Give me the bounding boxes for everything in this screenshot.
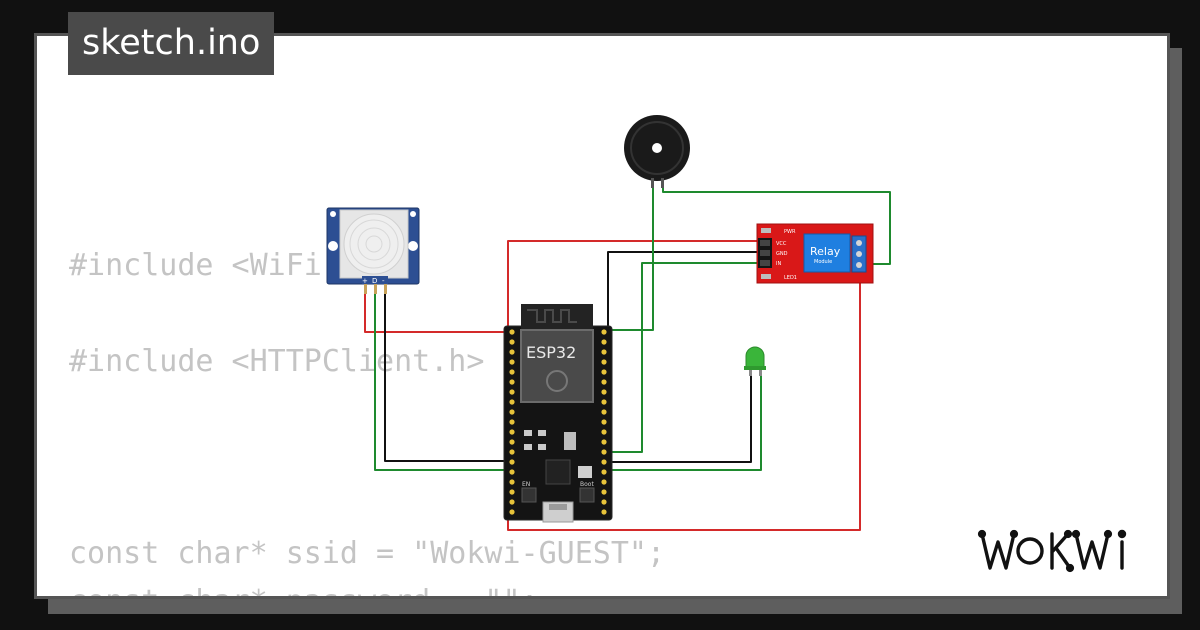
code-line-3: const char* ssid = "Wokwi-GUEST"; <box>69 536 666 571</box>
wire-buzzer-relay[interactable] <box>662 182 891 265</box>
relay-led-pwr-label: PWR <box>784 229 796 235</box>
relay-pin-gnd: GND <box>776 251 788 257</box>
boot-button-label: Boot <box>580 481 594 488</box>
relay-sublabel: Module <box>814 259 832 265</box>
pir-sensor[interactable]: + D - <box>326 207 420 294</box>
code-line-2: #include <HTTPClient.h> <box>69 344 485 379</box>
esp32-label: ESP32 <box>526 343 576 362</box>
wire-buzzer-signal[interactable] <box>608 182 654 331</box>
relay-pin-vcc: VCC <box>776 241 787 247</box>
wire-pir-signal[interactable] <box>374 282 508 471</box>
espressif-logo-icon <box>546 370 568 392</box>
relay-led1-label: LED1 <box>784 275 797 281</box>
relay-label: Relay <box>810 245 841 258</box>
esp32-board[interactable]: ESP32 EN Boot <box>503 304 613 523</box>
wire-relay-vcc[interactable] <box>507 240 775 330</box>
en-button[interactable] <box>521 487 537 503</box>
esp32-right-pins <box>601 329 607 515</box>
pir-pin-label-d: D <box>372 277 377 285</box>
wire-relay-gnd[interactable] <box>607 251 775 330</box>
wire-pir-gnd[interactable] <box>384 282 508 462</box>
wokwi-logo <box>977 529 1127 573</box>
wire-led-anode[interactable] <box>608 375 752 463</box>
green-led[interactable] <box>744 346 766 376</box>
buzzer[interactable] <box>624 115 690 188</box>
wire-led-cathode[interactable] <box>608 375 762 471</box>
esp32-left-pins <box>509 329 515 515</box>
file-name-tab[interactable]: sketch.ino <box>68 12 275 75</box>
pir-pin-label-gnd: - <box>382 277 385 285</box>
wire-pir-vcc[interactable] <box>364 282 506 333</box>
en-button-label: EN <box>522 481 530 488</box>
relay-module[interactable]: PWR LED1 VCC GND IN Relay Module <box>756 223 874 284</box>
wire-relay-in[interactable] <box>608 262 775 453</box>
boot-button[interactable] <box>579 487 595 503</box>
pir-pin-label-vcc: + <box>362 277 368 285</box>
code-line-4: const char* password = ""; <box>69 584 539 596</box>
relay-pin-in: IN <box>776 261 781 267</box>
wokwi-logo-icon <box>977 529 1127 573</box>
